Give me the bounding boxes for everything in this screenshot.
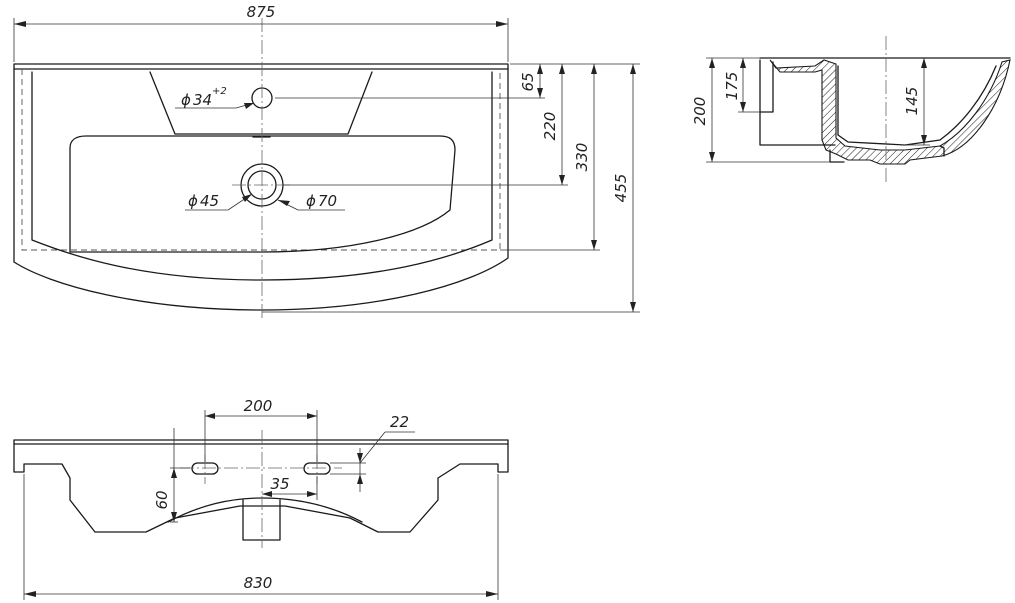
front-view: [13, 430, 509, 548]
top-dashed-outline: [21, 69, 501, 251]
drain-45-symbol: ϕ: [188, 192, 198, 210]
dim-145-side-label: 145: [903, 87, 921, 116]
dim-830-label: 830: [244, 574, 273, 592]
front-outline: [13, 439, 509, 533]
tap-hole-diameter-label: 34: [193, 91, 212, 109]
dim-330: 330: [500, 63, 600, 251]
tap-hole-tolerance-label: +2: [212, 86, 227, 97]
top-inner-rim: [31, 71, 493, 281]
dim-175-side-label: 175: [723, 72, 741, 101]
dim-35-front-label: 35: [270, 475, 289, 493]
front-basin-curve: [167, 497, 363, 523]
side-back-step: [759, 61, 774, 113]
dim-60-front-label: 60: [153, 490, 171, 509]
top-outline: [13, 63, 509, 311]
dim-875-label: 875: [247, 3, 276, 21]
dim-220-label: 220: [541, 112, 559, 141]
side-view: [759, 36, 1011, 184]
dim-200-side: 200: [691, 57, 830, 163]
dim-330-label: 330: [573, 143, 591, 172]
side-back-flange: [759, 59, 836, 146]
drain-70-symbol: ϕ: [306, 192, 316, 210]
drain-45-label: 45: [200, 192, 219, 210]
bowl-outline: [69, 135, 456, 253]
top-view: [13, 18, 509, 318]
dim-22-front: 22: [330, 413, 415, 492]
dim-220: 220: [283, 63, 568, 186]
dim-830: 830: [23, 474, 499, 600]
dim-drain-70: ϕ 70: [277, 192, 345, 211]
dim-22-front-label: 22: [390, 413, 409, 431]
front-drain-pipe: [242, 499, 281, 541]
dim-200-front-label: 200: [244, 397, 273, 415]
dim-175-side: 175: [723, 58, 760, 113]
tap-deck: [149, 71, 373, 135]
dim-drain-45: ϕ 45: [185, 192, 253, 211]
dim-145-side: 145: [900, 58, 930, 146]
side-section-shell: [769, 59, 1011, 165]
dim-65: 65: [275, 63, 545, 99]
dim-60-front: 60: [153, 428, 190, 523]
tap-hole-diameter-symbol: ϕ: [181, 91, 191, 109]
drain-70-label: 70: [318, 192, 337, 210]
side-bowl-inner: [837, 65, 997, 146]
side-bowl-lip: [939, 145, 945, 157]
dim-200-side-label: 200: [691, 97, 709, 126]
dim-875: 875: [13, 3, 509, 62]
dim-200-front: 200: [204, 397, 318, 462]
dim-35-front: 35: [262, 475, 318, 500]
dim-tap-hole: ϕ 34 +2: [175, 86, 255, 109]
dim-455: 455: [262, 63, 640, 313]
dim-65-label: 65: [519, 72, 537, 91]
dim-455-label: 455: [612, 174, 630, 203]
